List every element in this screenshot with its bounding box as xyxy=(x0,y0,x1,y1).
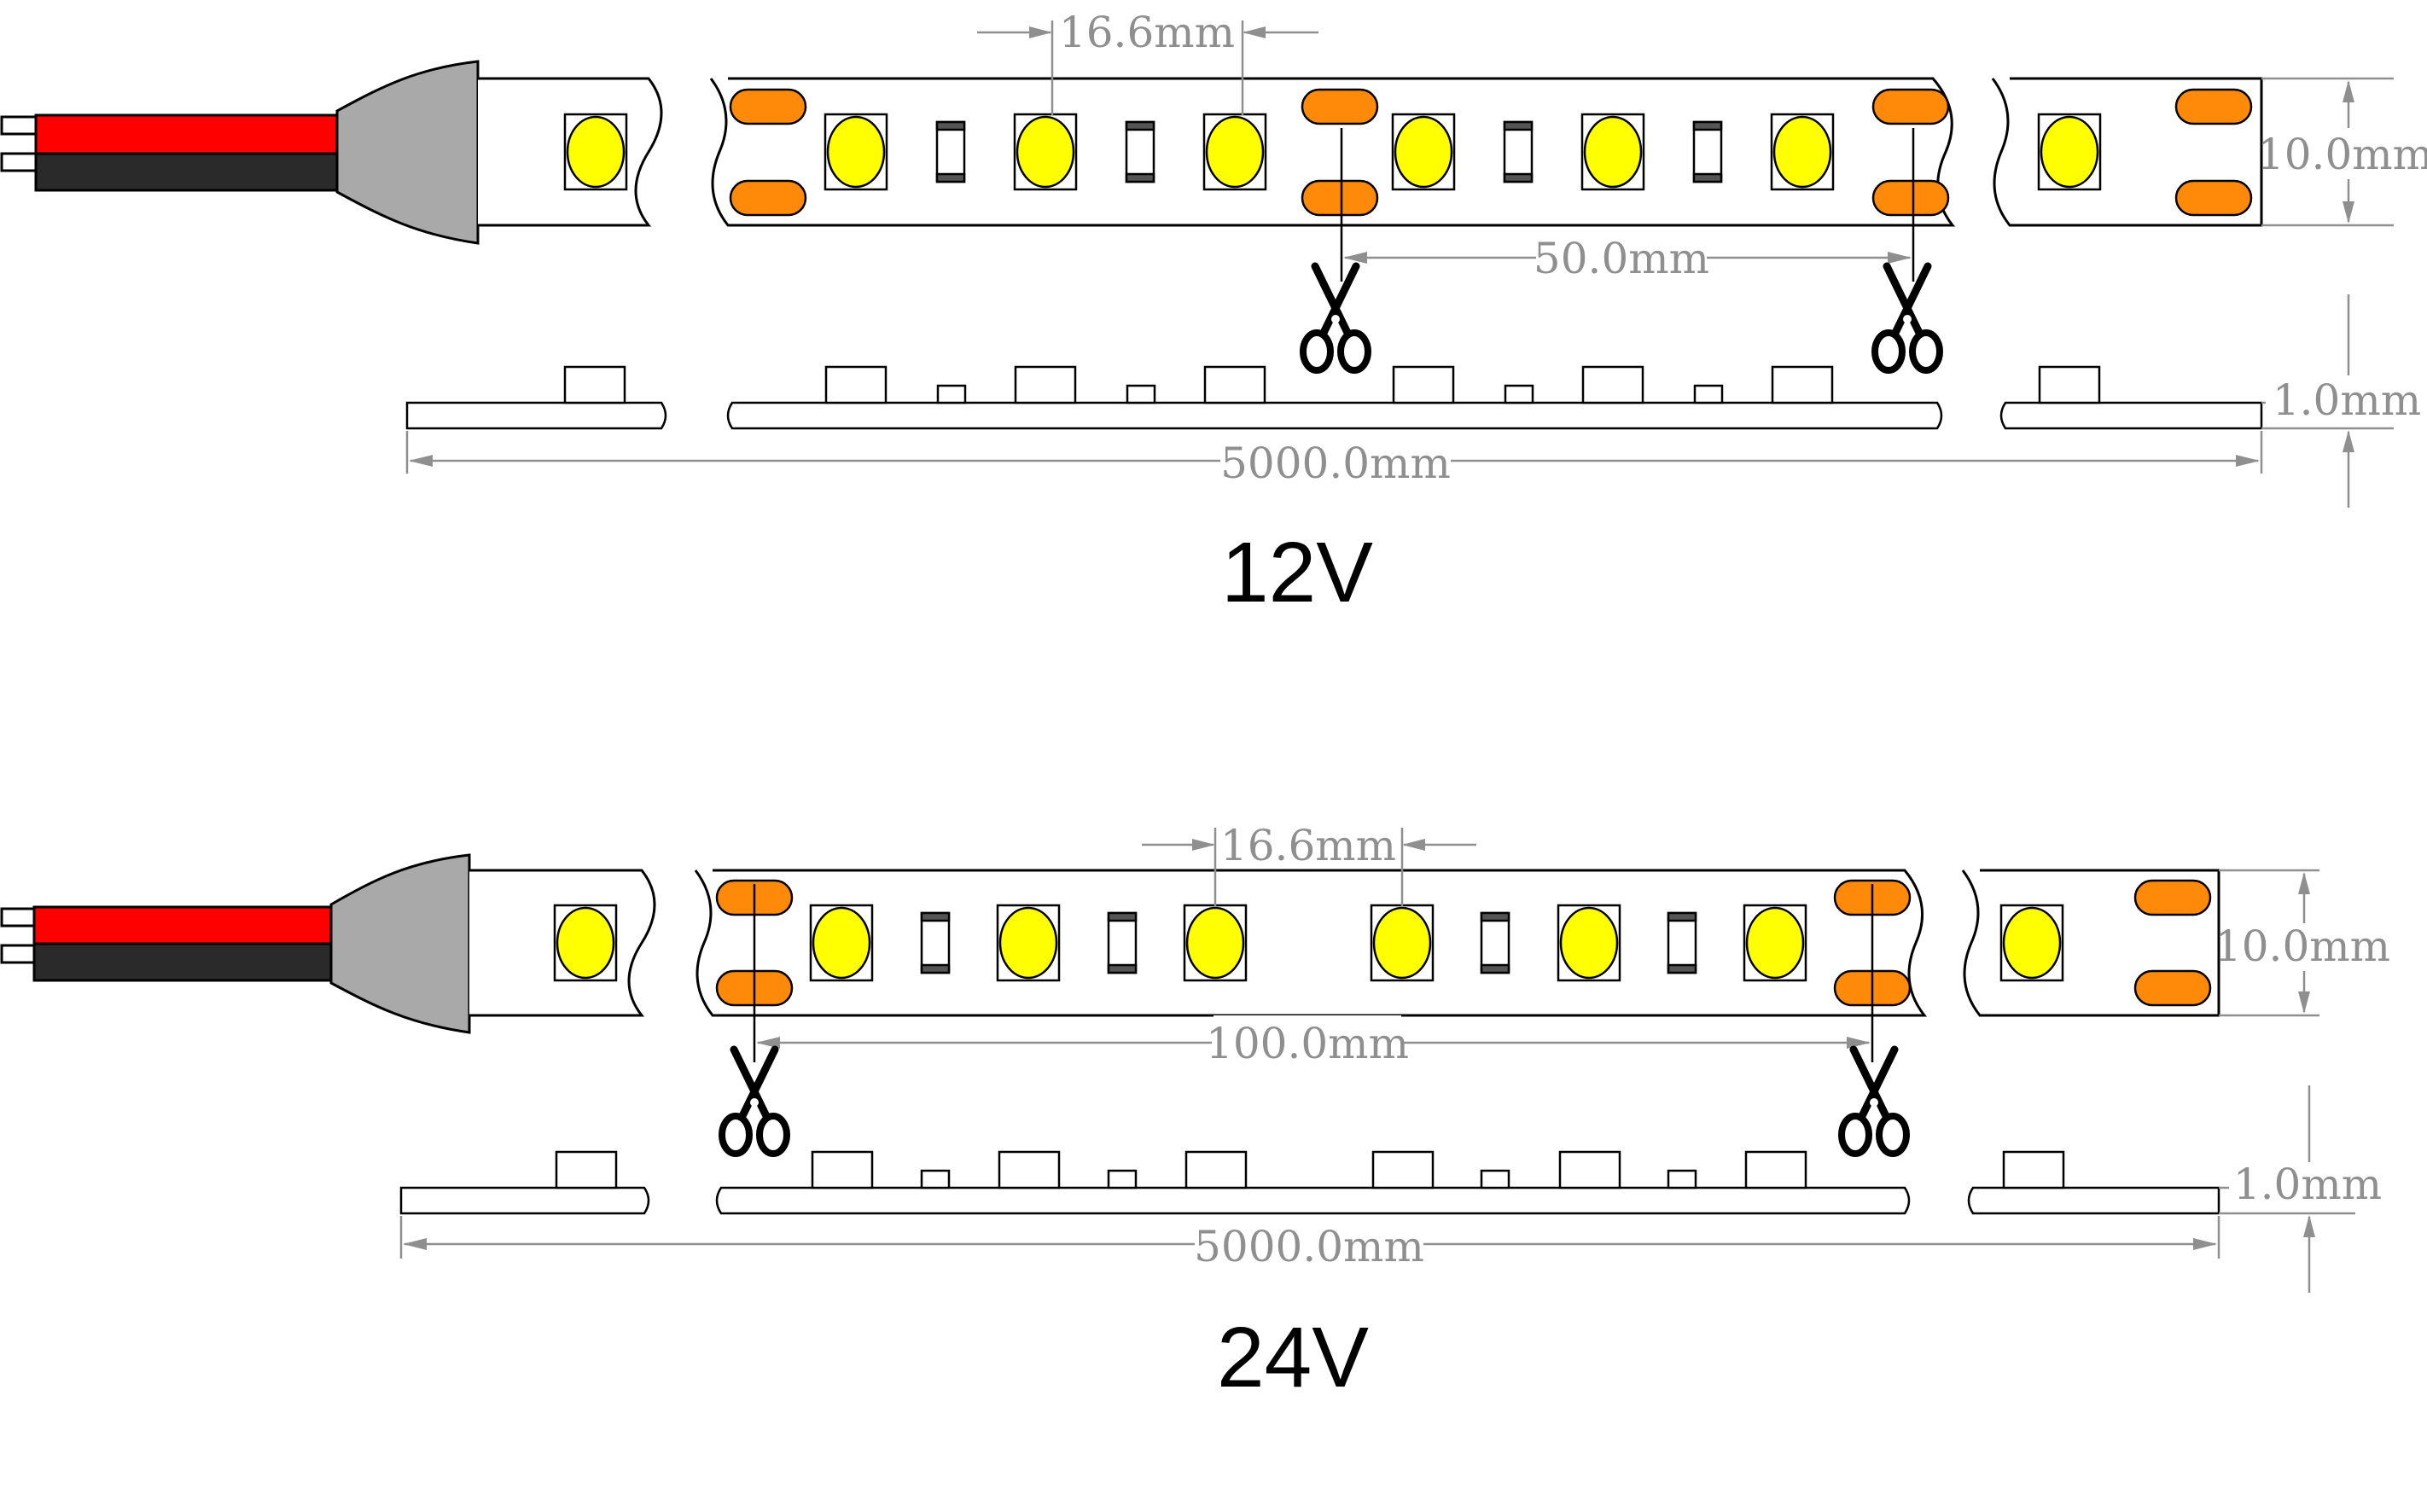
black-wire xyxy=(34,152,340,192)
power-cable xyxy=(0,853,471,1034)
resistors xyxy=(935,120,1723,183)
strip-side-view xyxy=(399,1150,2220,1215)
scissors-icon xyxy=(1303,266,1368,370)
led-chips xyxy=(553,904,2064,982)
strip-thickness-label: 1.0mm xyxy=(2233,1160,2382,1209)
cable-end-cap xyxy=(329,853,471,1034)
scissors-icon xyxy=(1875,266,1940,370)
thickness-label-bg xyxy=(2266,375,2426,425)
diagram-12v: 16.6mm 50.0mm 10.0mm xyxy=(0,8,2427,620)
width-dimension xyxy=(2261,77,2394,227)
pitch-dimension xyxy=(1142,828,1476,906)
thickness-label-bg xyxy=(2229,1162,2388,1210)
cut-length-label: 100.0mm xyxy=(1206,1019,1409,1068)
pitch-label: 16.6mm xyxy=(1059,8,1235,57)
resistors xyxy=(920,911,1697,974)
strip-width-label: 10.0mm xyxy=(2215,922,2390,971)
width-label-bg xyxy=(2223,923,2382,971)
diagram-24v: 16.6mm 100.0mm 10.0mm xyxy=(0,821,2390,1405)
reel-length-dimension xyxy=(399,1216,2220,1259)
pitch-label: 16.6mm xyxy=(1220,821,1396,870)
cut-label-bg xyxy=(1540,230,1702,282)
reel-length-label: 5000.0mm xyxy=(1194,1222,1424,1271)
cut-dimension xyxy=(753,884,1874,1062)
red-wire xyxy=(34,113,340,155)
pitch-dimension xyxy=(977,20,1318,115)
voltage-label: 24V xyxy=(1217,1310,1369,1405)
led-chips xyxy=(563,113,2102,191)
strip-side-view xyxy=(405,365,2263,430)
scissors-icon xyxy=(722,1050,787,1154)
voltage-label: 12V xyxy=(1221,525,1373,620)
strip-width-label: 10.0mm xyxy=(2257,130,2427,179)
strip-thickness-label: 1.0mm xyxy=(2273,375,2421,425)
width-dimension xyxy=(2219,869,2319,1017)
red-wire xyxy=(32,905,335,945)
cut-length-label: 50.0mm xyxy=(1534,234,1709,283)
width-label-bg xyxy=(2266,128,2426,179)
reel-length-label: 5000.0mm xyxy=(1220,439,1451,488)
cut-dimension xyxy=(1340,128,1915,282)
black-wire xyxy=(32,942,335,982)
scissors-icon xyxy=(1842,1050,1906,1154)
reel-length-dimension xyxy=(405,431,2263,474)
power-cable xyxy=(0,60,480,245)
solder-pads xyxy=(729,88,2253,217)
cable-end-cap xyxy=(335,60,480,245)
cut-label-bg xyxy=(1214,1015,1401,1067)
